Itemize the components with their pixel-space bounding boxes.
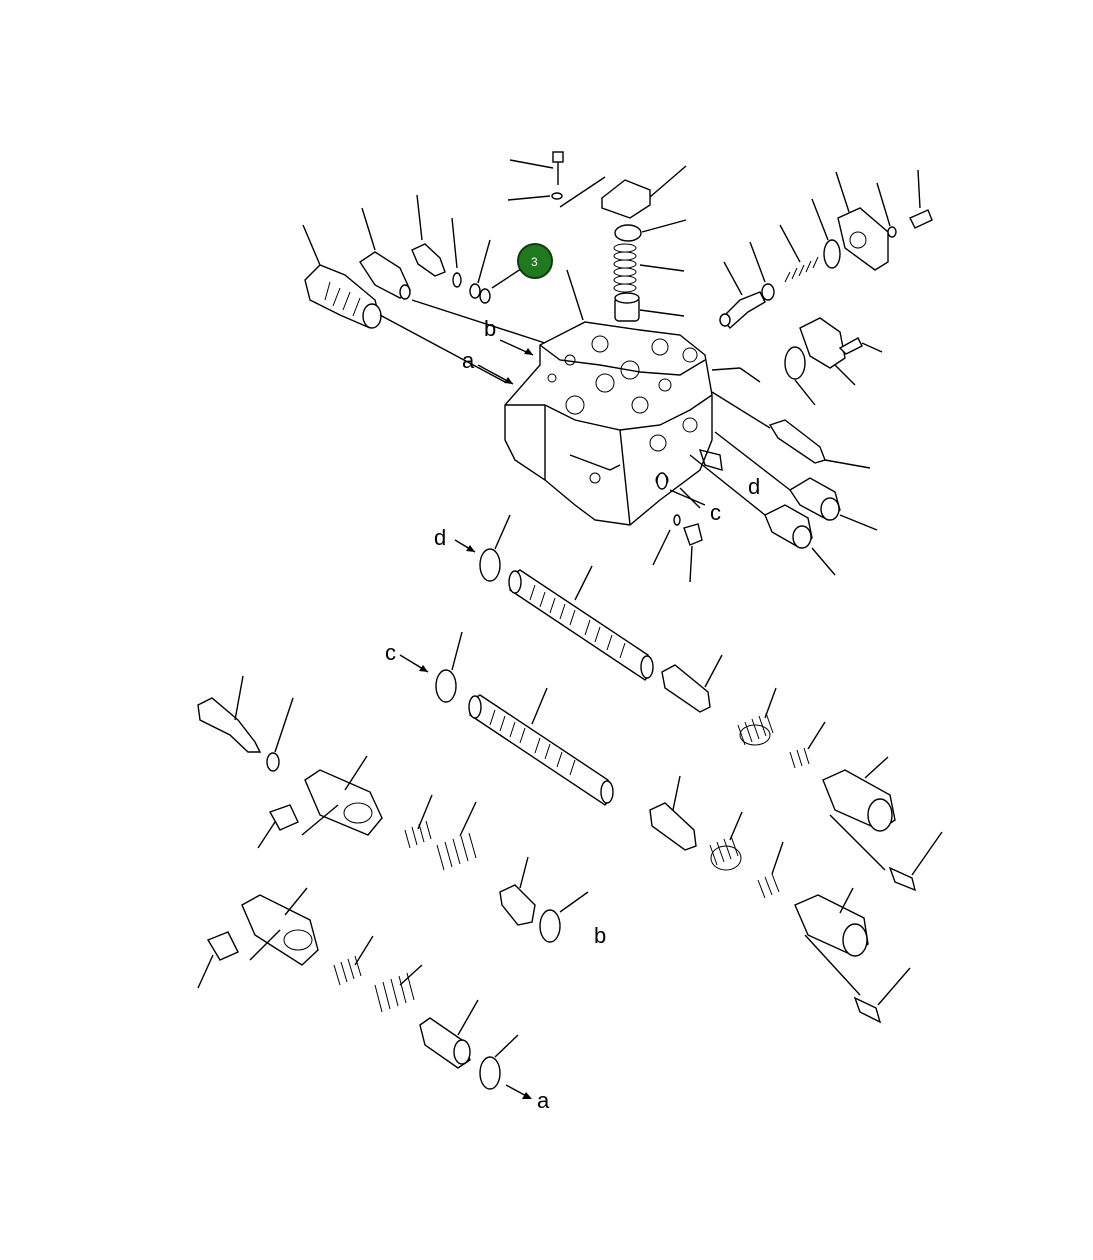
right-side-fittings bbox=[652, 391, 878, 583]
top-spring bbox=[613, 243, 637, 293]
spool-lower bbox=[468, 687, 614, 806]
ref-label-c-left: c bbox=[385, 640, 396, 665]
upper-left-fittings bbox=[302, 194, 584, 329]
spool-upper bbox=[508, 565, 654, 681]
ref-label-b-bottom: b bbox=[594, 923, 606, 948]
ref-label-a-top: a bbox=[462, 348, 475, 373]
reference-leaders bbox=[379, 299, 701, 1099]
top-cover-assembly bbox=[507, 151, 687, 322]
right-spool-end-parts bbox=[649, 654, 943, 1024]
left-spool-end-parts bbox=[197, 675, 589, 943]
valve-body bbox=[504, 321, 723, 526]
oring-d bbox=[479, 548, 501, 582]
oring-c bbox=[435, 669, 457, 703]
callout-badge-3-label: 3 bbox=[531, 255, 538, 269]
upper-right-fittings bbox=[711, 169, 933, 406]
ref-label-c-right: c bbox=[710, 500, 721, 525]
ref-label-a-bottom: a bbox=[537, 1088, 550, 1113]
callout-badge-3[interactable]: 3 bbox=[517, 243, 553, 279]
ref-label-d-right: d bbox=[748, 474, 760, 499]
bottom-left-parts bbox=[197, 887, 519, 1090]
ref-label-b-top: b bbox=[484, 316, 496, 341]
ref-label-d-left: d bbox=[434, 525, 446, 550]
